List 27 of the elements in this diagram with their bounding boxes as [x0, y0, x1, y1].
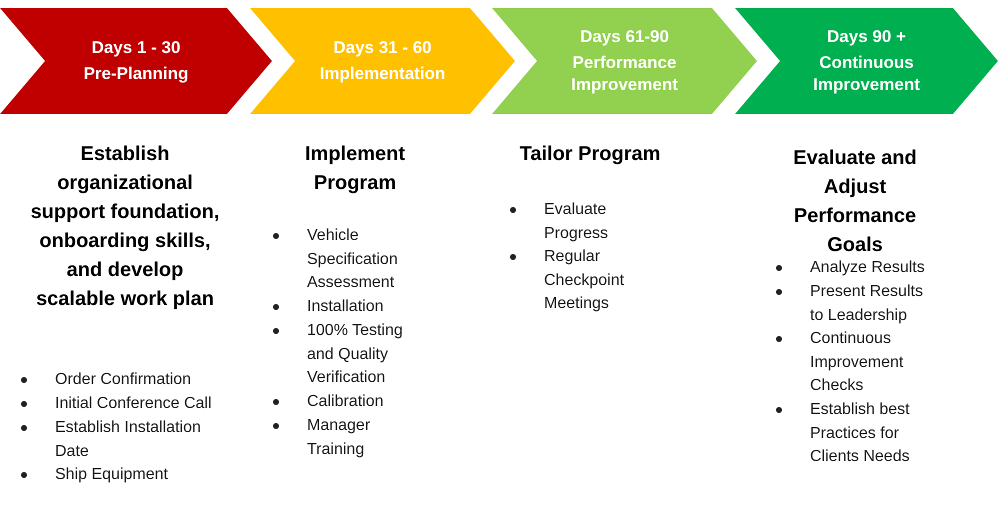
bullet-item: Regular Checkpoint Meetings [544, 247, 626, 314]
bullet-item: Establish Installation Date [55, 418, 202, 462]
column-heading: Evaluate and Adjust Performance Goals [792, 146, 918, 258]
bullet-item: Installation [307, 297, 384, 317]
bullet-item: Continuous Improvement Checks [810, 329, 904, 396]
bullet-item: Initial Conference Call [55, 394, 213, 414]
phase-title: Continuous Improvement [812, 52, 921, 96]
column-heading: Establish organizational support foundation, onboarding skills, and develop scalable work plan [30, 142, 220, 312]
bullet-item: Evaluate Progress [544, 200, 610, 244]
bullet-item: Present Results to Leadership [810, 282, 924, 326]
bullet-item: Establish best Practices for Clients Needs [810, 400, 911, 467]
phase-days: Days 1 - 30 [92, 37, 180, 59]
phase-days: Days 61-90 [580, 26, 669, 48]
bullet-item: 100% Testing and Quality Verification [307, 321, 404, 388]
phase-days: Days 90 + [827, 26, 906, 48]
phase-title: Performance Improvement [570, 52, 679, 96]
phase-title: Pre-Planning [84, 63, 188, 85]
bullet-item: Manager Training [307, 416, 372, 460]
phase-title: Implementation [320, 63, 446, 85]
column-heading: Tailor Program [518, 142, 662, 167]
phase-days: Days 31 - 60 [333, 37, 432, 59]
column-heading: Implement Program [304, 142, 406, 196]
bullet-item: Ship Equipment [55, 465, 169, 485]
bullet-item: Order Confirmation [55, 370, 192, 390]
bullet-item: Calibration [307, 392, 384, 412]
bullet-item: Analyze Results [810, 258, 926, 278]
bullet-item: Vehicle Specification Assessment [307, 226, 399, 293]
